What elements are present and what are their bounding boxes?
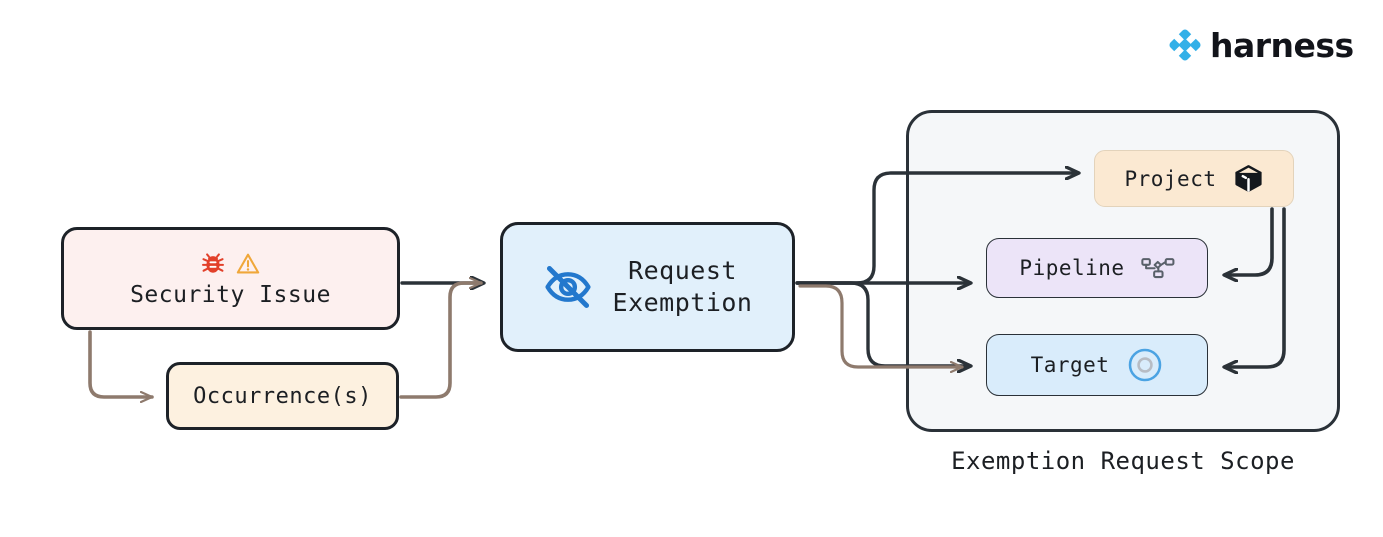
harness-diamond-logo-icon bbox=[1168, 28, 1202, 62]
node-pipeline[interactable]: Pipeline bbox=[986, 238, 1208, 298]
security-issue-icons bbox=[200, 249, 261, 279]
occurrences-label: Occurrence(s) bbox=[193, 383, 372, 409]
request-exemption-label: Request Exemption bbox=[613, 255, 753, 319]
pipeline-nodes-icon bbox=[1140, 254, 1175, 282]
warning-triangle-icon bbox=[235, 251, 261, 277]
cube-icon bbox=[1233, 163, 1264, 194]
node-request-exemption[interactable]: Request Exemption bbox=[500, 222, 795, 352]
edge-occurrences-to-request bbox=[399, 283, 483, 399]
request-exemption-label-line1: Request bbox=[628, 256, 737, 285]
pipeline-label: Pipeline bbox=[1019, 256, 1125, 280]
target-label: Target bbox=[1030, 353, 1110, 377]
bug-icon bbox=[200, 251, 226, 277]
project-label: Project bbox=[1124, 166, 1217, 191]
target-rings-icon bbox=[1127, 347, 1163, 383]
request-exemption-label-line2: Exemption bbox=[612, 288, 753, 317]
node-project[interactable]: Project bbox=[1094, 150, 1294, 207]
eye-off-icon bbox=[543, 262, 593, 312]
edge-security-to-occurrences bbox=[88, 330, 154, 397]
brand-name: harness bbox=[1210, 25, 1354, 65]
scope-caption: Exemption Request Scope bbox=[951, 447, 1295, 475]
harness-brand-logo: harness bbox=[1168, 28, 1354, 62]
node-security-issue[interactable]: Security Issue bbox=[61, 227, 400, 330]
security-issue-label: Security Issue bbox=[130, 282, 331, 308]
node-occurrences[interactable]: Occurrence(s) bbox=[166, 362, 399, 430]
node-target[interactable]: Target bbox=[986, 334, 1208, 396]
